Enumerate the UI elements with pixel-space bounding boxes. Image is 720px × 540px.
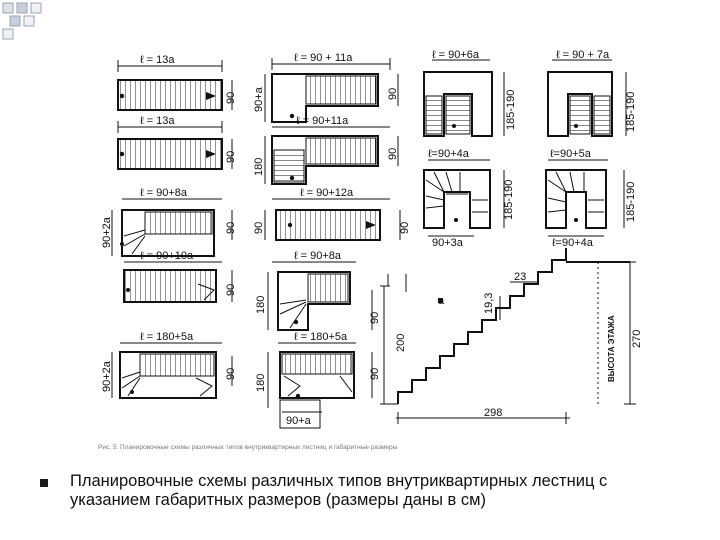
dim-11: ℓ = 90+10a [140,250,194,262]
dim-17: 90+a [286,415,312,427]
vdim-180-3: 180 [255,374,267,392]
vdim-90-5: 90 [225,368,237,380]
vdim-90-9: 90 [399,222,411,234]
vdim-90-11: 90 [369,368,381,380]
vdim-90-1: 90 [225,92,237,104]
dim-1: ℓ = 13a [140,54,175,66]
section-270: 270 [631,330,643,348]
caption-row: Планировочные схемы различных типов внут… [40,472,680,510]
vdim-90-3: 90 [225,222,237,234]
vdim-185-4: 185-190 [625,182,637,222]
dim-4: ℓ = 90 + 7a [556,49,610,61]
dim-5: ℓ = 13a [140,115,175,127]
vdim-185-1: 185-190 [505,90,517,130]
dim-8: ℓ=90+5a [550,148,592,160]
vdim-185-2: 185-190 [625,92,637,132]
bullet-square-icon [40,479,48,487]
figure-footnote: Рис. 5. Планировочные схемы различных ти… [98,443,398,451]
dim-10: ℓ = 90+12a [300,187,354,199]
dim-12: ℓ = 90+8a [294,250,342,262]
dim-15: 90+3a [432,237,464,249]
vdim-185-3: 185-190 [503,180,515,220]
vdim-90-10: 90 [369,312,381,324]
stair-plans-figure: ℓ = 13a ℓ = 90 + 11a ℓ = 90+6a ℓ = 90 + … [98,49,643,451]
vdim-180-1: 180 [253,158,265,176]
dim-14: ℓ = 180+5a [294,331,348,343]
section-193: 19,3 [483,293,495,314]
dim-2: ℓ = 90 + 11a [294,52,353,64]
dim-9: ℓ = 90+8a [140,187,188,199]
vdim-90-2a-1: 90+2a [101,216,113,248]
caption-text: Планировочные схемы различных типов внут… [70,472,608,509]
vdim-200: 200 [395,334,407,352]
dim-6: ℓ = 90+11a [296,115,349,127]
section-298: 298 [484,407,502,419]
dim-16: ℓ=90+4a [552,237,594,249]
section-height-label: ВЫСОТА ЭТАЖА [607,315,616,382]
vdim-90-8: 90 [387,148,399,160]
section-23: 23 [514,271,526,283]
decorative-squares [2,2,42,40]
vdim-90-2: 90 [225,151,237,163]
dim-3: ℓ = 90+6a [432,49,480,61]
vdim-90-2a-2: 90+2a [101,360,113,392]
vdim-90a: 90+a [253,86,265,112]
dim-7: ℓ=90+4a [428,148,470,160]
dim-13: ℓ = 180+5a [140,331,194,343]
vdim-90-6: 90 [253,222,265,234]
vdim-90-4: 90 [225,284,237,296]
section-a: a [438,295,445,307]
vdim-180-2: 180 [255,296,267,314]
vdim-90-7: 90 [387,88,399,100]
